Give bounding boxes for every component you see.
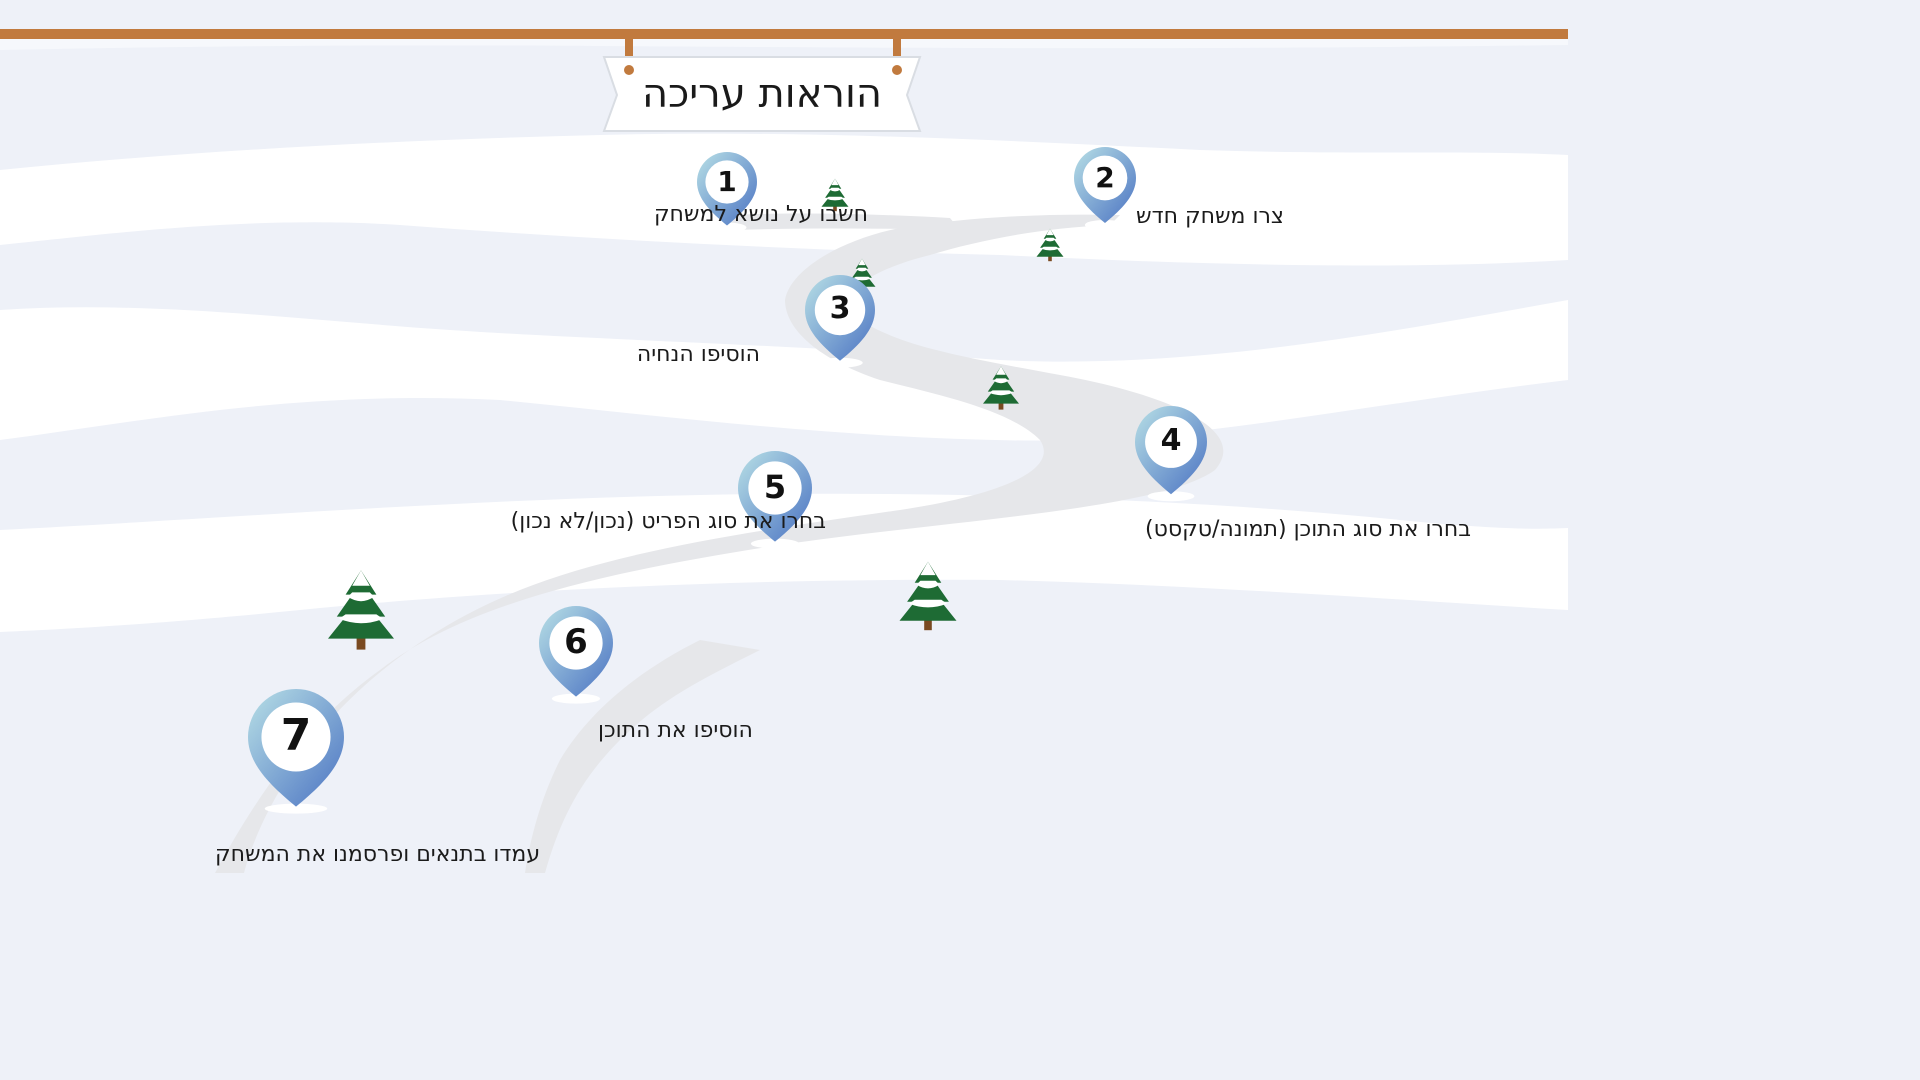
step-number: 5	[763, 468, 787, 507]
location-pin-icon	[539, 606, 613, 704]
location-pin-icon	[697, 152, 757, 233]
location-pin-icon	[738, 451, 812, 549]
step-label: בחרו את סוג התוכן (תמונה/טקסט)	[1145, 517, 1472, 542]
pine-tree-icon	[1036, 228, 1064, 262]
step-number: 1	[717, 164, 737, 198]
step-label: חשבו על נושא למשחק	[653, 202, 868, 227]
pine-tree-icon	[328, 570, 394, 650]
step-number: 2	[1095, 160, 1115, 194]
step-label: הוסיפו את התוכן	[598, 718, 753, 743]
step-number: 7	[280, 709, 312, 761]
pine-tree-icon	[821, 178, 849, 212]
instructions-map: הוראות עריכה 1 חשבו על נושא למשחק 2 צרו משח…	[0, 29, 1568, 873]
pine-tree-icon	[983, 366, 1019, 410]
step-label: בחרו את סוג הפריט (נכון/לא נכון)	[510, 509, 826, 534]
pine-tree-icon	[899, 561, 957, 631]
location-pin-icon	[248, 689, 344, 814]
step-label: עמדו בתנאים ופרסמנו את המשחק	[215, 842, 541, 867]
step-number: 4	[1160, 423, 1182, 459]
trees	[328, 178, 1064, 650]
location-pin-icon	[1135, 405, 1207, 502]
location-pin-icon	[1074, 146, 1136, 230]
title-sign	[602, 56, 922, 132]
step-label: צרו משחק חדש	[1136, 204, 1284, 229]
step-label: הוסיפו הנחיה	[636, 342, 760, 367]
location-pin-icon	[805, 275, 875, 368]
step-number: 6	[564, 621, 588, 662]
wooden-rail	[0, 29, 1568, 39]
page-title: הוראות עריכה	[641, 71, 883, 117]
step-number: 3	[829, 291, 851, 327]
